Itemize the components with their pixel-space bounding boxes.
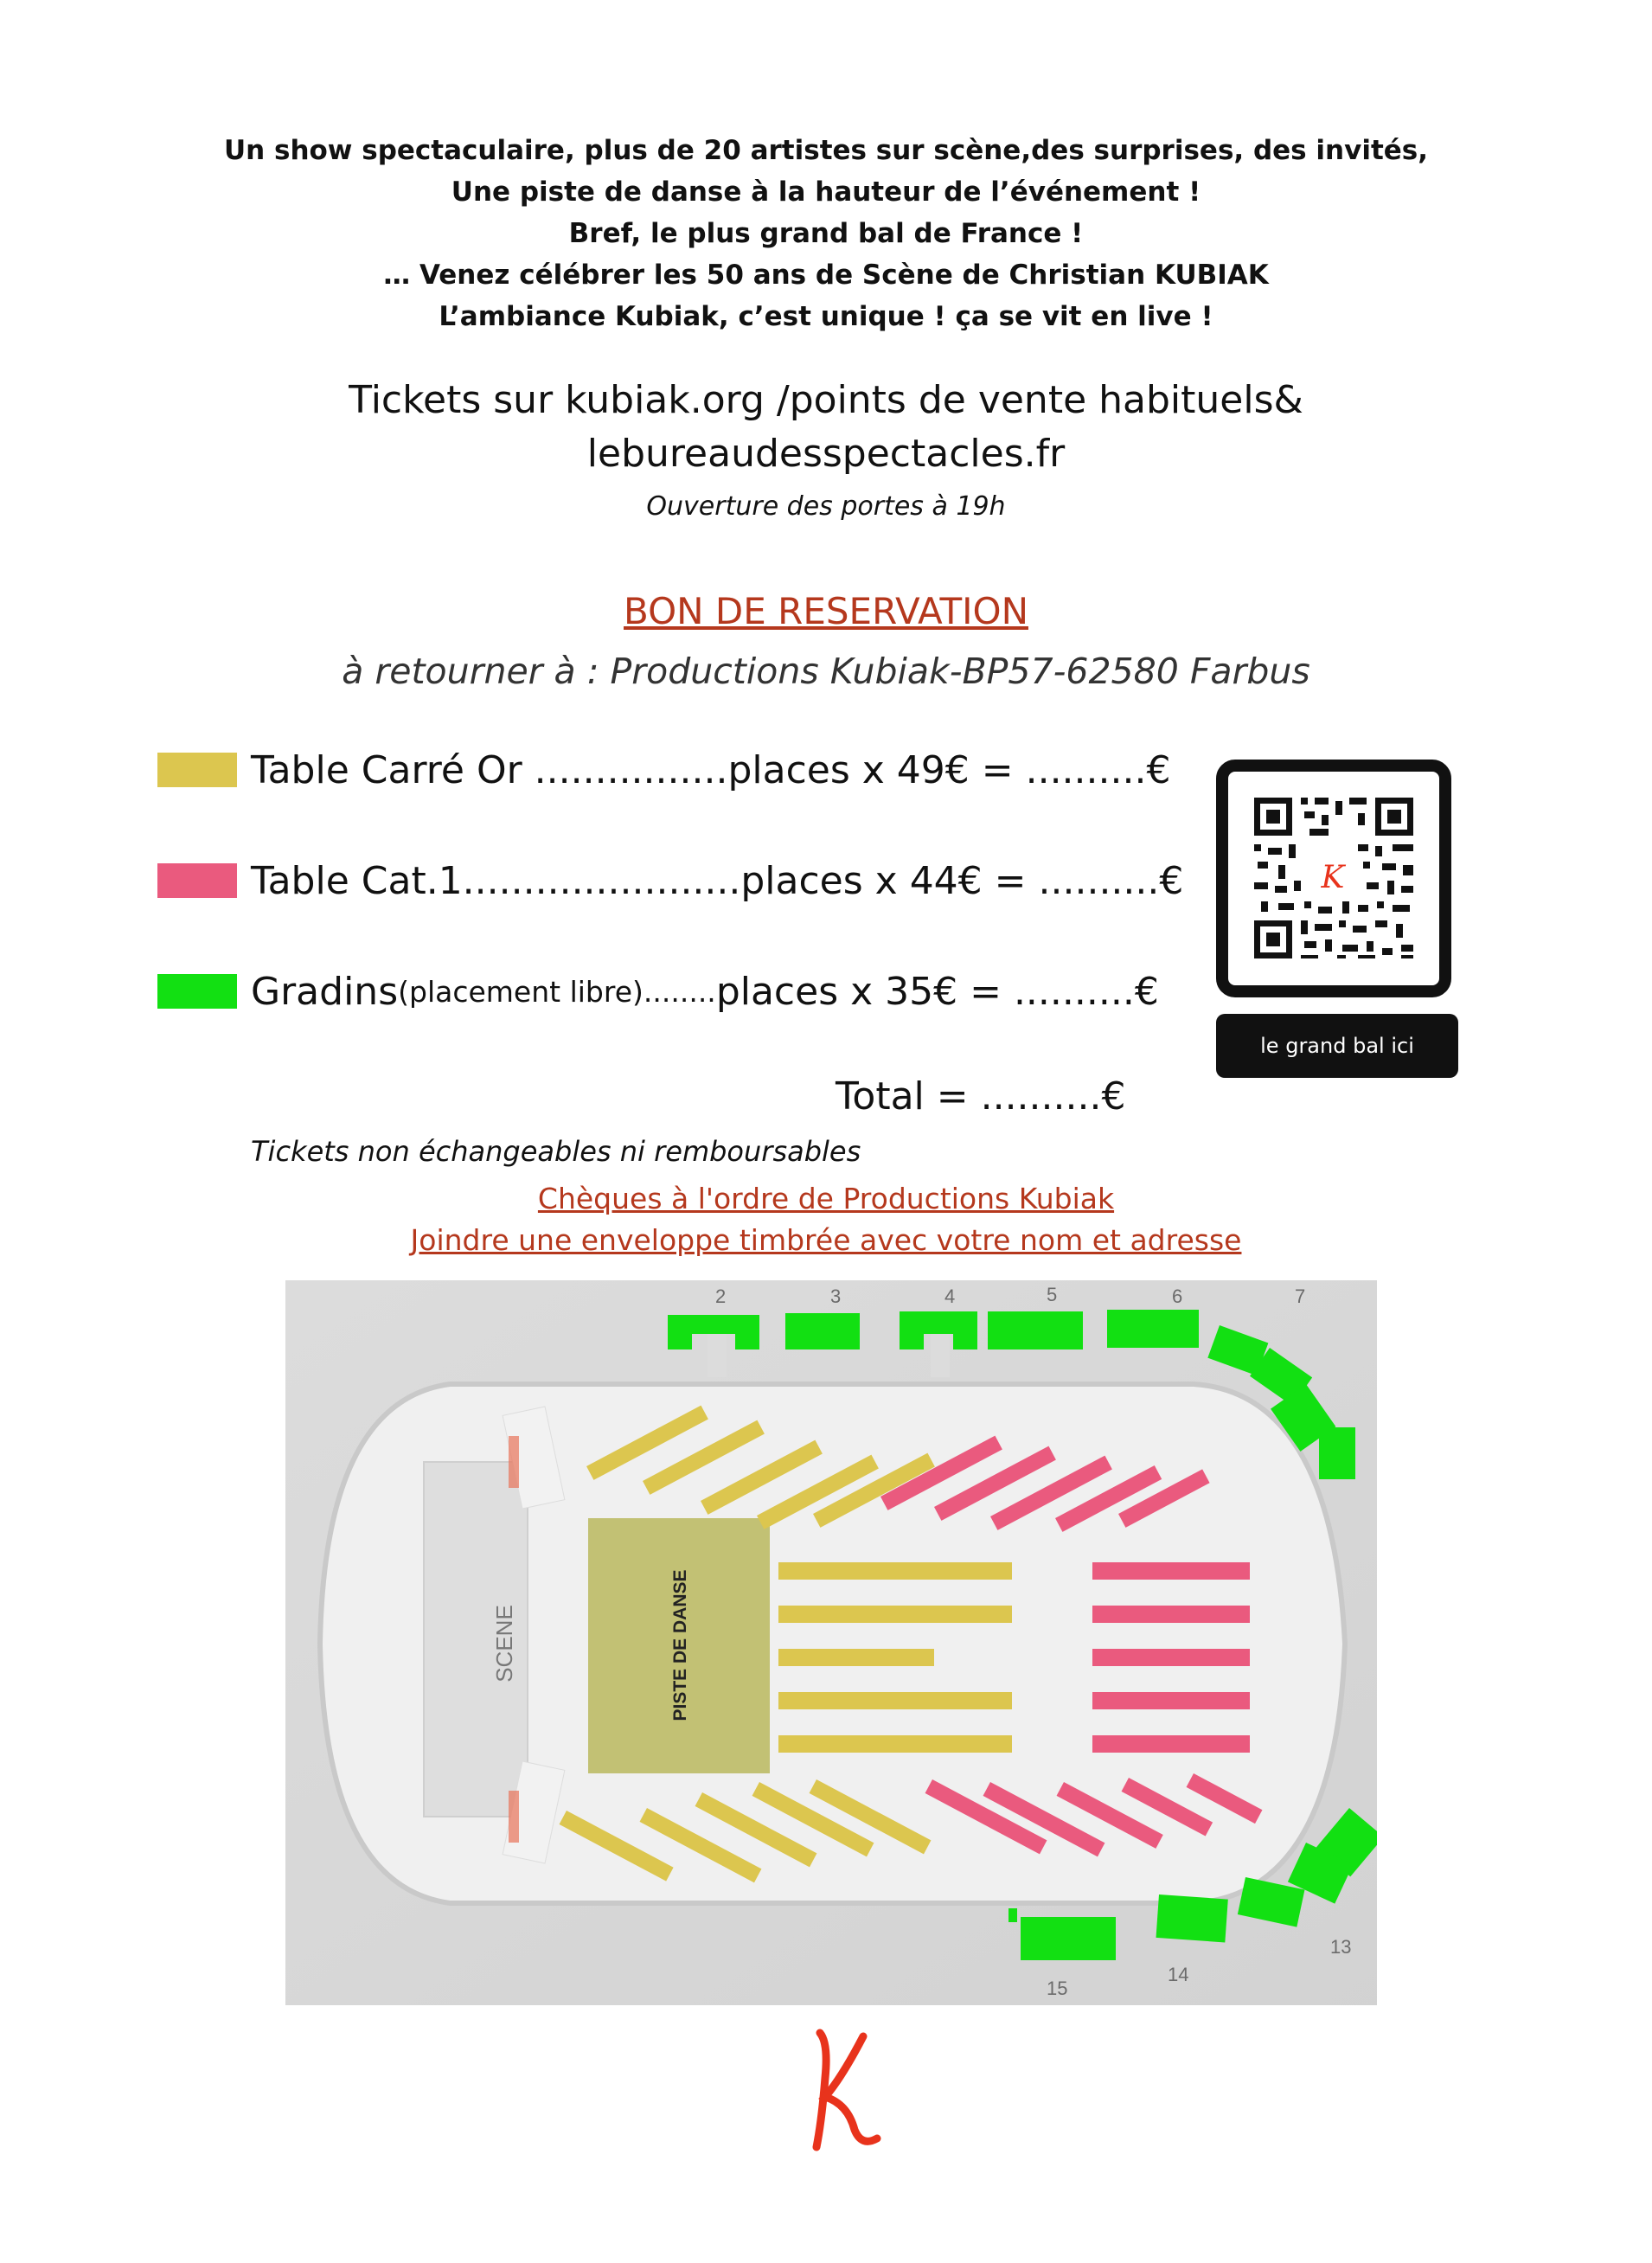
- section-number: 5: [1047, 1284, 1057, 1305]
- no-exchange-note: Tickets non échangeables ni remboursable…: [251, 1135, 861, 1168]
- green-swatch: [157, 974, 237, 1009]
- intro-line: L’ambiance Kubiak, c’est unique ! ça se …: [439, 301, 1213, 332]
- total-line: Total = ..........€: [836, 1074, 1126, 1119]
- intro-line: Une piste de danse à la hauteur de l’évé…: [451, 176, 1201, 208]
- dance-floor: [588, 1518, 770, 1773]
- gold-tables-top: [586, 1405, 935, 1529]
- intro-line: Bref, le plus grand bal de France !: [568, 218, 1084, 249]
- row-label: Table Cat.1.......................: [251, 858, 741, 903]
- intro-text: Un show spectaculaire, plus de 20 artist…: [0, 130, 1652, 337]
- row-price: places x 35€ = ..........€: [715, 969, 1159, 1014]
- svg-text:K: K: [1321, 860, 1347, 895]
- gradins-sections: [668, 1310, 1384, 1960]
- section-number: 4: [944, 1285, 955, 1307]
- row-cat1: Table Cat.1....................... place…: [157, 855, 1183, 907]
- kubiak-logo: [794, 2017, 886, 2154]
- row-label: Gradins: [251, 969, 399, 1014]
- doors-opening: Ouverture des portes à 19h: [646, 491, 1006, 522]
- section-number: 14: [1168, 1964, 1188, 1985]
- qr-code-icon: K: [1254, 798, 1413, 958]
- gold-tables-rows: [778, 1562, 1012, 1753]
- stage-label: SCENE: [491, 1605, 517, 1683]
- qr-caption-button[interactable]: le grand bal ici: [1216, 1014, 1458, 1078]
- row-label: Table Carré Or ................: [251, 747, 728, 792]
- reservation-title: BON DE RESERVATION: [624, 590, 1028, 632]
- gold-swatch: [157, 753, 237, 787]
- section-number: 3: [830, 1285, 841, 1307]
- payment-notes: Chèques à l'ordre de Productions Kubiak …: [0, 1178, 1652, 1261]
- pink-swatch: [157, 863, 237, 898]
- cheques-note: Chèques à l'ordre de Productions Kubiak: [537, 1182, 1115, 1215]
- row-price: places x 44€ = ..........€: [740, 858, 1184, 903]
- tickets-line: Tickets sur kubiak.org /points de vente …: [349, 378, 1303, 422]
- section-number: 13: [1330, 1936, 1351, 1958]
- row-carre-or: Table Carré Or ................ places x…: [157, 744, 1170, 796]
- section-numbers: 2 3 4 5 6 7 13 14 15: [715, 1284, 1351, 1999]
- cat1-tables-rows: [1092, 1562, 1250, 1753]
- cat1-tables-top: [880, 1435, 1210, 1532]
- row-price: places x 49€ = ..........€: [727, 747, 1171, 792]
- stage: [423, 1461, 528, 1817]
- return-address: à retourner à : Productions Kubiak-BP57-…: [342, 651, 1310, 692]
- venue-seating-plan: SCENE PISTE DE DANSE: [285, 1280, 1384, 2005]
- cat1-tables-bottom: [925, 1773, 1263, 1857]
- gold-tables-bottom: [559, 1779, 932, 1883]
- tickets-info: Tickets sur kubiak.org /points de vente …: [0, 374, 1652, 481]
- intro-line: Un show spectaculaire, plus de 20 artist…: [223, 135, 1429, 166]
- qr-code-frame[interactable]: K: [1216, 760, 1451, 997]
- tickets-website: lebureaudesspectacles.fr: [586, 432, 1066, 476]
- kubiak-k-logo-icon: [812, 2029, 881, 2151]
- row-sublabel: (placement libre)........: [398, 974, 716, 1009]
- section-number: 6: [1172, 1285, 1182, 1307]
- section-number: 7: [1295, 1285, 1305, 1307]
- section-number: 2: [715, 1285, 726, 1307]
- intro-line: … Venez célébrer les 50 ans de Scène de …: [383, 260, 1269, 291]
- dance-floor-label: PISTE DE DANSE: [670, 1569, 690, 1721]
- seating-plan-svg: SCENE PISTE DE DANSE: [285, 1280, 1384, 2005]
- row-gradins: Gradins (placement libre)........ places…: [157, 965, 1159, 1017]
- section-number: 15: [1047, 1978, 1067, 1999]
- envelope-note: Joindre une enveloppe timbrée avec votre…: [410, 1223, 1242, 1257]
